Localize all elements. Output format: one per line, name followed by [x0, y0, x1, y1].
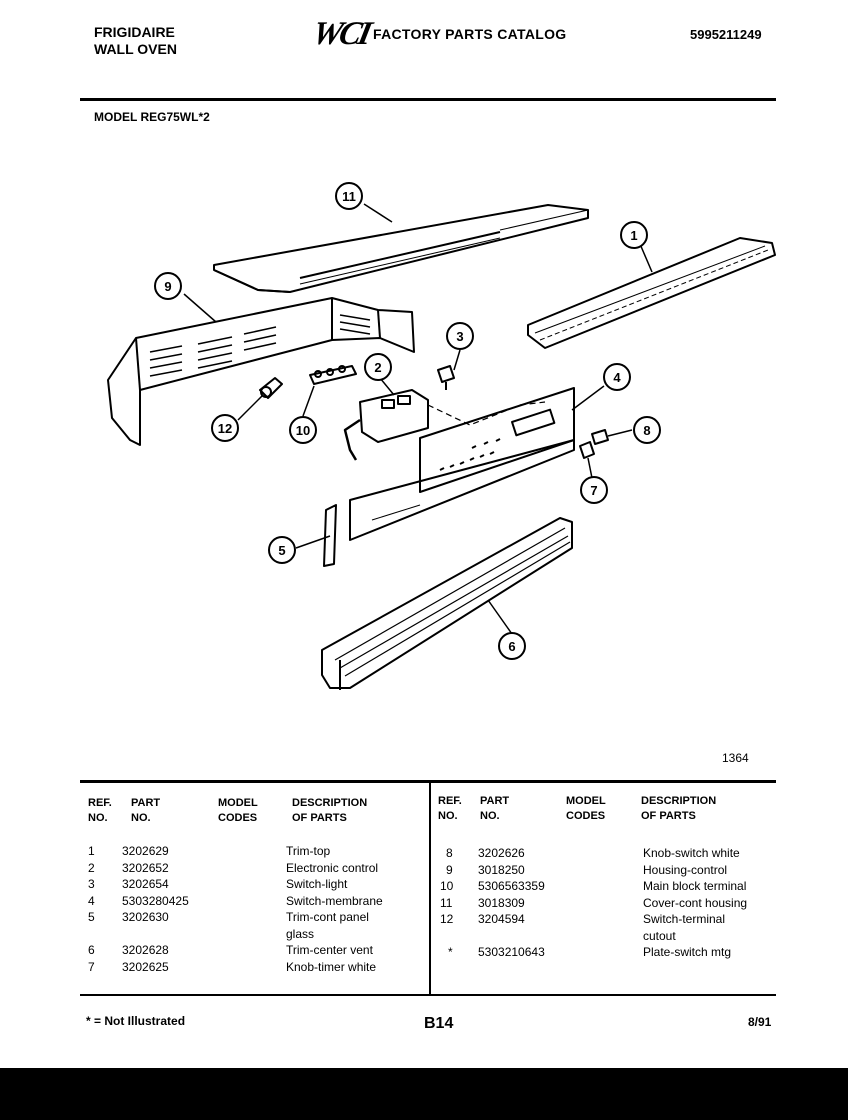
- svg-text:9: 9: [164, 279, 171, 294]
- svg-text:11: 11: [342, 189, 356, 204]
- page-number: B14: [424, 1015, 454, 1032]
- callout-3: 3: [446, 322, 474, 350]
- svg-text:8: 8: [643, 423, 650, 438]
- leader-lines: [183, 203, 653, 635]
- part-6-center-vent: [321, 517, 573, 690]
- svg-text:2: 2: [374, 360, 381, 375]
- svg-text:10: 10: [296, 423, 310, 438]
- brand-block: FRIGIDAIRE WALL OVEN: [94, 24, 177, 58]
- brand-name: FRIGIDAIRE: [94, 24, 175, 40]
- part-5-control-panel: [323, 439, 575, 567]
- callouts: 1 2 3 4 5 6 7 8 9 10 11 12: [154, 182, 661, 660]
- svg-text:3: 3: [456, 329, 463, 344]
- callout-9: 9: [154, 272, 182, 300]
- callout-7: 7: [580, 476, 608, 504]
- callout-12: 12: [211, 414, 239, 442]
- callout-11: 11: [335, 182, 363, 210]
- table-bottom-rule: [80, 994, 776, 996]
- header-ref-left: REF.NO.: [88, 797, 112, 824]
- part-9-housing-control: [107, 297, 415, 446]
- part-12-switch-terminal: [259, 377, 283, 399]
- diagram-number: 1364: [722, 751, 749, 765]
- part-4-switch-membrane: [419, 387, 575, 493]
- callout-2: 2: [364, 353, 392, 381]
- svg-text:1: 1: [630, 228, 637, 243]
- part-3-switch-light: [437, 365, 455, 390]
- table-top-rule: [80, 780, 776, 783]
- part-11-trim-top: [213, 204, 589, 293]
- column-divider: [429, 783, 431, 994]
- header-ref-right: REF.NO.: [438, 795, 462, 822]
- svg-text:5: 5: [278, 543, 285, 558]
- svg-text:6: 6: [508, 639, 515, 654]
- catalog-number: 5995211249: [690, 27, 762, 42]
- callout-4: 4: [603, 363, 631, 391]
- callout-6: 6: [498, 632, 526, 660]
- svg-text:7: 7: [590, 483, 597, 498]
- callout-1: 1: [620, 221, 648, 249]
- part-2-electronic-control: [343, 389, 429, 461]
- scan-edge-band: [0, 1068, 848, 1120]
- catalog-date: 8/91: [748, 1015, 772, 1029]
- product-type: WALL OVEN: [94, 41, 177, 57]
- header-rule: [80, 98, 776, 101]
- callout-5: 5: [268, 536, 296, 564]
- callout-8: 8: [633, 416, 661, 444]
- svg-text:4: 4: [613, 370, 621, 385]
- not-illustrated-note: * = Not Illustrated: [86, 1014, 186, 1028]
- svg-text:12: 12: [218, 421, 232, 436]
- model-number: MODEL REG75WL*2: [94, 110, 210, 124]
- exploded-parts-diagram: 1 2 3 4 5 6 7 8 9 10 11 12: [107, 182, 776, 690]
- part-8-knob-switch: [591, 429, 609, 445]
- part-7-knob-timer: [579, 441, 595, 459]
- part-1-trim-strip: [527, 237, 776, 349]
- callout-10: 10: [289, 416, 317, 444]
- part-10-terminal-block: [309, 365, 357, 385]
- catalog-title: FACTORY PARTS CATALOG: [373, 26, 567, 42]
